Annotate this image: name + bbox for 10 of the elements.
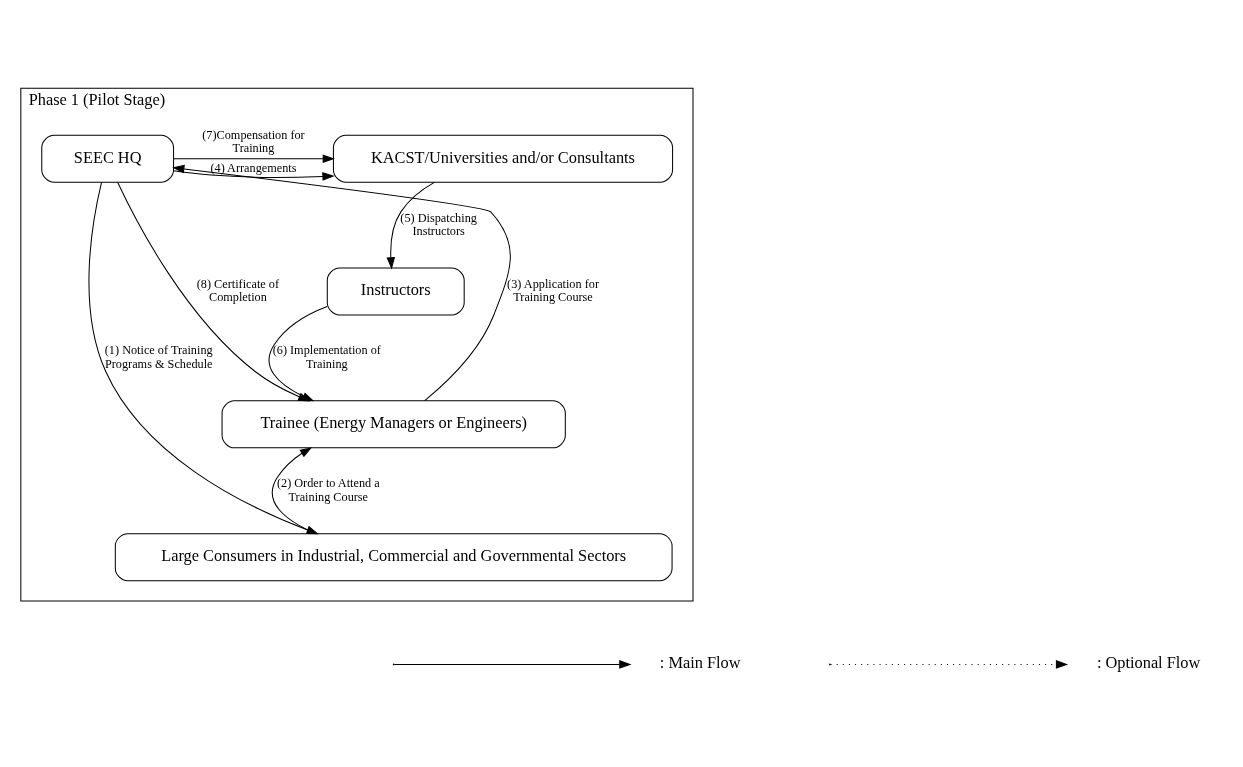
edge-label: (4) Arrangements bbox=[210, 160, 297, 175]
legend-label: : Optional Flow bbox=[1096, 652, 1201, 672]
edge-label: (7)Compensation for Training bbox=[202, 127, 305, 155]
edge-label: (3) Application for Training Course bbox=[507, 276, 599, 304]
edge-label: (2) Order to Attend a Training Course bbox=[276, 475, 380, 504]
edge-label: (1) Notice of Training Programs & Schedule bbox=[104, 342, 213, 371]
edge-label: (6) Implementation of Training bbox=[272, 342, 381, 371]
edge-label: (8) Certificate of Completion bbox=[196, 276, 280, 304]
legend-label: : Main Flow bbox=[659, 652, 741, 672]
edge-label: (5) Dispatching Instructors bbox=[400, 210, 477, 238]
